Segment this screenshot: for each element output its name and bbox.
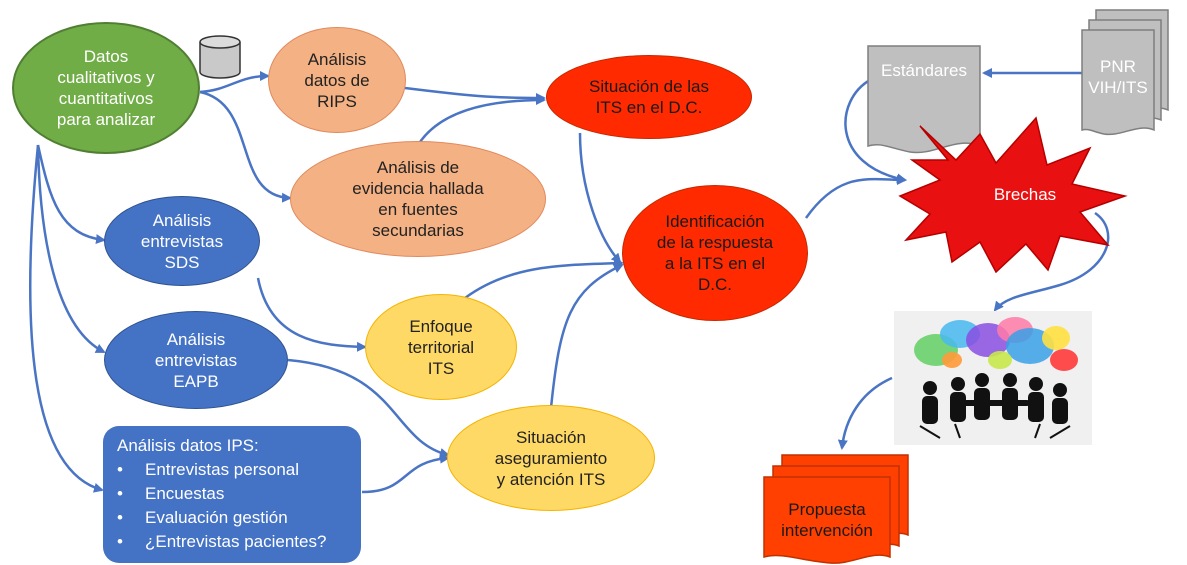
brechas-text: Brechas: [993, 185, 1057, 204]
meeting-speech-bubbles-image: [894, 311, 1092, 445]
connector-meeting-propuesta: [837, 376, 893, 450]
node-evidencia-line-4: secundarias: [372, 221, 464, 240]
estandares-text: Estándares: [881, 61, 967, 80]
ips-box-item: Encuestas: [117, 482, 361, 506]
node-sds-line-1: Análisis: [152, 210, 212, 230]
node-identificacion-line-3: a la ITS en el: [664, 254, 766, 273]
ips-box-item: Evaluación gestión: [117, 506, 361, 530]
connector-identificacion-brechas: [804, 174, 907, 219]
ips-box-item: Entrevistas personal: [117, 458, 361, 482]
node-rips-line-3: RIPS: [317, 91, 357, 111]
connector-datos-eapb: [36, 144, 106, 354]
node-aseguramiento-line-2: aseguramiento: [494, 448, 608, 468]
node-identificacion-line-4: D.C.: [698, 275, 732, 294]
node-evidencia-line-2: evidencia hallada: [352, 179, 484, 198]
pnr-line-1: PNR: [1100, 57, 1136, 76]
connector-situacion-identificacion: [578, 132, 622, 264]
node-datos-line-1: Datos: [83, 47, 129, 66]
node-rips-line-1: Análisis: [307, 49, 367, 69]
connector-enfoque-identificacion: [464, 258, 624, 300]
propuesta-line-2: intervención: [781, 521, 873, 540]
connector-ips-aseguramiento: [361, 453, 450, 494]
node-entrevistas-sds: Análisis entrevistas SDS: [104, 196, 260, 286]
propuesta-document-stack: [763, 454, 909, 564]
brechas-label: Brechas: [970, 184, 1080, 205]
connector-evidencia-situacion: [416, 95, 546, 146]
node-analisis-rips: Análisis datos de RIPS: [268, 27, 406, 133]
connector-datos-ips: [28, 144, 104, 493]
node-enfoque-territorial: Enfoque territorial ITS: [365, 294, 517, 400]
connector-brechas-meeting: [993, 211, 1110, 312]
node-enfoque-line-1: Enfoque: [409, 316, 473, 336]
ips-box-item: ¿Entrevistas pacientes?: [117, 530, 361, 554]
node-situacion-line-2: ITS en el D.C.: [595, 98, 703, 117]
node-datos-cualitativos: Datos cualitativos y cuantitativos para …: [12, 22, 200, 154]
connector-datos-rips: [199, 71, 270, 94]
node-eapb-line-3: EAPB: [173, 371, 219, 391]
connector-aseguramiento-identificacion: [549, 263, 624, 409]
node-eapb-line-2: entrevistas: [154, 350, 238, 370]
connector-datos-evidencia: [199, 90, 292, 203]
connector-sds-enfoque: [256, 277, 367, 352]
node-enfoque-line-3: ITS: [427, 358, 455, 378]
node-enfoque-line-2: territorial: [407, 337, 475, 357]
node-analisis-evidencia: Análisis de evidencia hallada en fuentes…: [290, 141, 546, 257]
node-evidencia-line-3: en fuentes: [378, 200, 458, 219]
node-datos-line-2: cualitativos y: [57, 68, 155, 87]
database-icon: [199, 35, 241, 79]
node-sds-line-3: SDS: [164, 252, 200, 272]
node-aseguramiento-line-1: Situación: [516, 427, 586, 447]
node-identificacion-line-1: Identificación: [665, 212, 765, 231]
node-datos-line-4: para analizar: [56, 110, 156, 129]
ips-box-title: Análisis datos IPS:: [117, 436, 259, 455]
node-identificacion-line-2: de la respuesta: [656, 233, 774, 252]
brechas-burst-shape: [898, 116, 1128, 274]
propuesta-line-1: Propuesta: [788, 500, 866, 519]
ips-box-list: Entrevistas personal Encuestas Evaluació…: [117, 458, 361, 554]
propuesta-label: Propuesta intervención: [764, 499, 890, 541]
connector-rips-situacion: [404, 86, 546, 103]
node-rips-line-2: datos de: [304, 70, 370, 90]
node-situacion-its: Situación de las ITS en el D.C.: [546, 55, 752, 139]
pnr-line-2: VIH/ITS: [1088, 78, 1148, 97]
node-identificacion-respuesta: Identificación de la respuesta a la ITS …: [622, 185, 808, 321]
estandares-label: Estándares: [868, 60, 980, 81]
node-situacion-line-1: Situación de las: [588, 77, 710, 96]
node-situacion-aseguramiento: Situación aseguramiento y atención ITS: [447, 405, 655, 511]
node-aseguramiento-line-3: y atención ITS: [496, 469, 606, 489]
connector-datos-sds: [36, 144, 106, 245]
node-datos-line-3: cuantitativos: [58, 89, 154, 108]
pnr-label: PNR VIH/ITS: [1082, 56, 1154, 98]
node-entrevistas-eapb: Análisis entrevistas EAPB: [104, 311, 288, 409]
pnr-document-stack: [1081, 9, 1169, 136]
connector-eapb-aseguramiento: [287, 358, 450, 458]
node-evidencia-line-1: Análisis de: [376, 158, 460, 177]
node-eapb-line-1: Análisis: [166, 329, 226, 349]
node-sds-line-2: entrevistas: [140, 231, 224, 251]
connector-estandares-brechas: [844, 78, 907, 184]
node-analisis-ips: Análisis datos IPS: Entrevistas personal…: [103, 426, 361, 563]
